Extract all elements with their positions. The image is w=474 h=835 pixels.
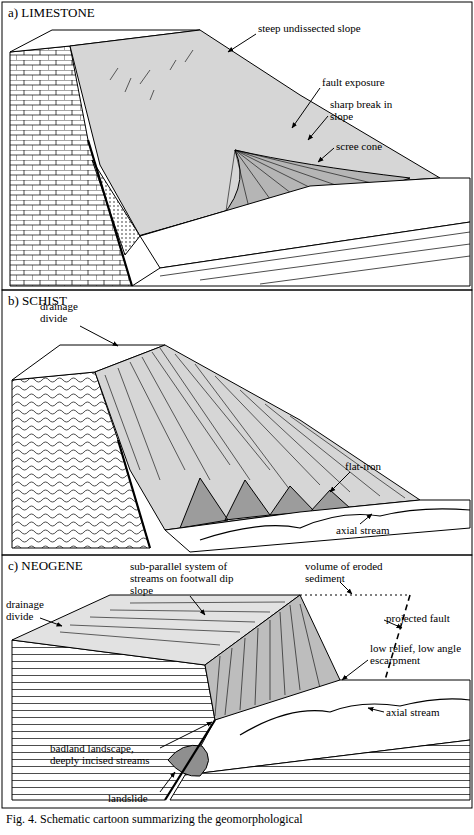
slope-gullies [110, 50, 193, 100]
axial-stream-line [240, 699, 470, 735]
fault-line [118, 440, 150, 548]
projected-fault-line [385, 595, 410, 680]
panel-frame [2, 555, 472, 808]
leader-line [190, 596, 205, 615]
leader-line [318, 148, 334, 162]
leader-line [342, 660, 368, 680]
callout-label: axial stream [386, 706, 466, 718]
callout-label: drainage divide [40, 300, 90, 324]
leader-line [160, 772, 175, 792]
leader-line [360, 514, 372, 524]
panel-heading: a) LIMESTONE [8, 6, 158, 20]
callout-label: sub-parallel system of streams on footwa… [130, 560, 250, 596]
fault-line [165, 720, 215, 800]
hangingwall-layers [160, 232, 470, 284]
callout-label: drainage divide [6, 598, 56, 622]
axial-stream-line [200, 509, 470, 540]
panel-heading: b) SCHIST [8, 294, 158, 308]
callout-label: sharp break in slope [330, 98, 396, 122]
callout-label: fault exposure [322, 76, 422, 88]
panel-a [2, 2, 472, 290]
figure-caption: Fig. 4. Schematic cartoon summarizing th… [6, 812, 468, 826]
leader-line [160, 722, 212, 748]
ridge-lines [105, 348, 405, 498]
leader-line [308, 116, 328, 140]
panel-frame [2, 2, 472, 290]
leader-line [80, 326, 118, 346]
callout-label: flat-iron [345, 460, 415, 472]
callout-label: steep undissected slope [258, 22, 398, 34]
callout-label: badland landscape, deeply incised stream… [50, 742, 162, 766]
fault-line [88, 140, 132, 286]
panel-c [2, 555, 472, 808]
hangingwall-front [170, 740, 470, 800]
hangingwall-top [165, 500, 470, 552]
leader-line [330, 472, 350, 492]
callout-label: projected fault [386, 612, 471, 624]
panel-frame [2, 290, 472, 555]
leader-line [228, 34, 256, 52]
callout-label: volume of eroded sediment [305, 560, 400, 584]
dissected-slope [95, 345, 420, 530]
panel-b [2, 290, 472, 555]
callout-label: landslide [108, 792, 168, 804]
leader-line [40, 618, 62, 626]
leader-line [292, 88, 320, 128]
callout-label: axial stream [336, 524, 426, 536]
callout-label: scree cone [336, 140, 416, 152]
hangingwall-front [132, 222, 470, 286]
eroded-volume-outline [300, 595, 410, 596]
callout-label: low relief, low angle escarpment [370, 642, 470, 666]
leader-line [368, 708, 384, 712]
